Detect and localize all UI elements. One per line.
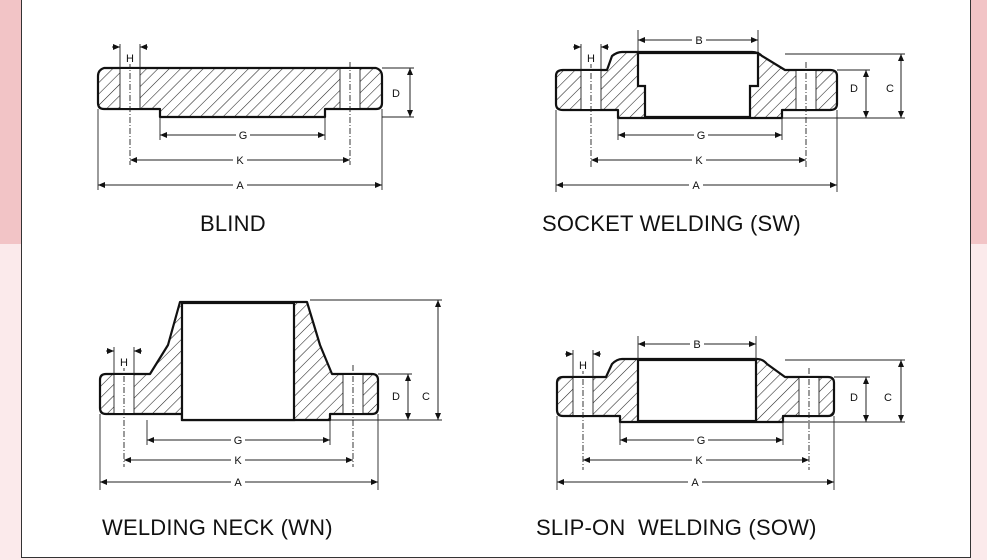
weld-neck-flange-drawing: [98, 299, 442, 490]
slipon-bolt-hole-left: [573, 378, 593, 415]
dim-label-k: K: [695, 455, 703, 467]
weldneck-bolt-hole-right: [343, 375, 363, 413]
slip-on-flange-drawing: [555, 336, 905, 490]
dim-label-g: G: [697, 130, 706, 142]
caption-socket-welding: SOCKET WELDING (SW): [542, 211, 801, 236]
dim-label-d: D: [850, 392, 858, 404]
dim-label-c: C: [884, 392, 892, 404]
dim-label-h: H: [126, 53, 134, 65]
slipon-bore: [636, 358, 758, 423]
dim-label-a: A: [692, 180, 700, 192]
slipon-bolt-hole-right: [799, 378, 819, 415]
dim-label-h: H: [579, 360, 587, 372]
dim-label-c: C: [422, 391, 430, 403]
dim-label-k: K: [695, 155, 703, 167]
socket-bore: [636, 51, 760, 119]
dim-label-a: A: [236, 180, 244, 192]
dim-label-b: B: [695, 35, 702, 47]
caption-blind: BLIND: [200, 211, 266, 236]
socket-weld-flange-drawing: [554, 30, 905, 192]
dim-label-k: K: [236, 155, 244, 167]
caption-welding-neck: WELDING NECK (WN): [102, 515, 333, 540]
weldneck-bolt-hole-left: [114, 375, 134, 413]
dim-label-g: G: [697, 435, 706, 447]
blind-flange-drawing: [96, 44, 414, 190]
caption-slip-on-welding: SLIP-ON WELDING (SOW): [536, 515, 817, 540]
dim-label-h: H: [587, 53, 595, 65]
blind-flange-body: [96, 66, 384, 119]
dimension-labels: H D G K A H B D C G K A H D C G K A H: [118, 34, 894, 489]
dim-label-g: G: [239, 130, 248, 142]
dim-label-d: D: [850, 83, 858, 95]
dim-label-k: K: [234, 455, 242, 467]
dim-label-g: G: [234, 435, 243, 447]
weldneck-bore: [180, 301, 296, 422]
dim-label-a: A: [691, 477, 699, 489]
dim-label-a: A: [234, 477, 242, 489]
dim-label-c: C: [886, 83, 894, 95]
dim-label-b: B: [693, 339, 700, 351]
dim-label-d: D: [392, 391, 400, 403]
dim-label-d: D: [392, 88, 400, 100]
dim-label-h: H: [120, 357, 128, 369]
